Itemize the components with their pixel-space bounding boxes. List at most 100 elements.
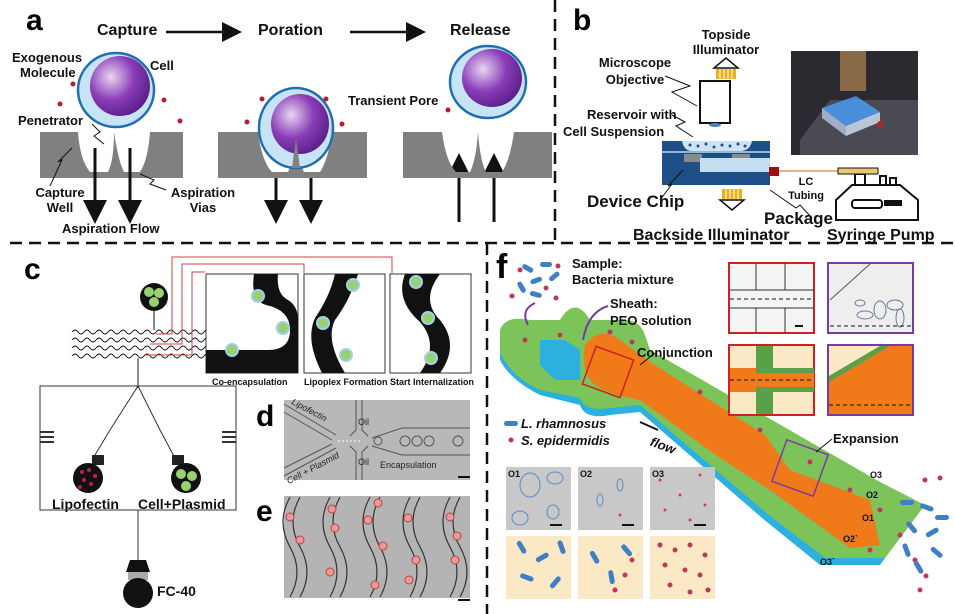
label-sheath-1: Sheath:: [610, 296, 658, 311]
bacteria-rods-outlet: [900, 500, 949, 574]
outlet-micrographs: [506, 467, 715, 530]
step-poration: Poration: [258, 22, 323, 39]
label-microscope-objective-1: Microscope: [598, 55, 672, 70]
panel-letter-b: b: [573, 4, 592, 37]
label-capture-well-2: Well: [46, 200, 74, 215]
sheath-arrow: [582, 305, 609, 341]
stage-start-internalization: Start Internalization: [390, 377, 475, 387]
legend-s-epidermidis: S. epidermidis: [521, 433, 610, 448]
label-d-oil-bottom: Oil: [358, 457, 369, 467]
label-sample-2: Bacteria mixture: [572, 272, 674, 287]
panel-letter-a: a: [26, 4, 43, 37]
expansion-schematic: [827, 344, 914, 416]
outlet-o1: O1: [862, 513, 875, 523]
expansion-pointer: [815, 438, 833, 453]
conjunction-schematic: [728, 344, 815, 416]
panel-letter-f: f: [496, 248, 508, 286]
panel-c-drawing: [39, 256, 472, 608]
legend-l-rhamnosus: L. rhamnosus: [521, 416, 607, 431]
label-device-chip: Device Chip: [587, 192, 685, 211]
label-expansion: Expansion: [833, 431, 899, 446]
outlet-o3: O3: [870, 470, 883, 480]
label-reservoir-1: Reservoir with: [587, 107, 677, 122]
label-topside-illuminator-1: Topside: [701, 27, 751, 42]
label-cell-plasmid: Cell+Plasmid: [138, 496, 226, 512]
label-sheath-2: PEO solution: [610, 313, 692, 328]
label-aspiration-vias-2: Vias: [189, 200, 217, 215]
device-chip-pointer: [659, 169, 684, 201]
label-aspiration-vias-1: Aspiration: [170, 185, 236, 200]
expansion-micrograph: [827, 262, 914, 334]
reservoir-fc40-icon: [123, 560, 153, 608]
reservoir-lipofectin-icon: [73, 455, 104, 493]
tile-o1: O1: [508, 469, 521, 479]
bacteria-sample-cluster: [517, 262, 560, 298]
legend-rod-icon: [504, 421, 518, 426]
stage-co-encapsulation: Co-encapsulation: [212, 377, 288, 387]
outlet-o2-prime: O2`: [843, 534, 859, 544]
bacteria-dots: [509, 263, 943, 593]
reservoir-cell-plasmid-icon: [171, 455, 201, 493]
cell-poration: [257, 86, 335, 170]
panel-b-drawing: [659, 51, 919, 221]
poration-substrate: [218, 132, 367, 178]
backside-illuminator: [717, 189, 747, 211]
label-exogenous-molecule-2: Molecule: [20, 65, 76, 80]
outlet-schematics: [506, 536, 715, 599]
label-microscope-objective-2: Objective: [605, 72, 665, 87]
stage-insets: [205, 273, 472, 374]
device-chip: [662, 141, 779, 185]
cell-release: [448, 44, 528, 120]
flow-arrow: [639, 421, 659, 431]
sample-arrow: [524, 302, 536, 326]
penetrator-pointer: [91, 123, 105, 145]
label-penetrator: Penetrator: [18, 113, 84, 128]
device-photo: [791, 51, 918, 155]
conjunction-box: [581, 345, 635, 399]
outlet-o3-prime: O3`: [820, 557, 836, 567]
aspiration-vias-pointer: [139, 173, 167, 191]
tile-o2: O2: [580, 469, 593, 479]
step-capture: Capture: [97, 22, 158, 39]
zoom-connector-lines: [145, 256, 393, 356]
cell-capture: [76, 51, 156, 129]
label-aspiration-flow: Aspiration Flow: [62, 221, 160, 236]
package-pointer: [769, 189, 813, 219]
label-package: Package: [764, 209, 833, 228]
label-conjunction: Conjunction: [637, 345, 713, 360]
syringe-pump: [835, 167, 919, 221]
stage-lipoplex-formation: Lipoplex Formation: [304, 377, 388, 387]
conjunction-micrograph: [728, 262, 815, 334]
panel-d-micrograph: [283, 400, 470, 480]
panel-a-drawing: [40, 22, 552, 224]
label-topside-illuminator-2: Illuminator: [692, 42, 760, 57]
microfluidic-network: [39, 385, 237, 560]
label-fc40: FC-40: [157, 583, 196, 599]
panel-letter-c: c: [24, 253, 41, 286]
tile-o3: O3: [652, 469, 665, 479]
label-lc-tubing-2: Tubing: [788, 190, 824, 202]
capture-well-pointer: [49, 147, 73, 187]
conjunction-pointer: [639, 352, 656, 366]
outlet-o2: O2: [866, 490, 879, 500]
objective-pointer: [664, 75, 698, 107]
label-lc-tubing-1: LC: [798, 176, 814, 188]
label-cell: Cell: [150, 58, 174, 73]
legend-dot-icon: [508, 437, 514, 443]
panel-letter-d: d: [256, 400, 275, 433]
objective-lens: [709, 123, 721, 127]
panel-letter-e: e: [256, 495, 273, 528]
label-lipofectin: Lipofectin: [52, 496, 119, 512]
topside-illuminator: [711, 57, 741, 79]
label-d-encapsulation: Encapsulation: [380, 460, 437, 470]
label-reservoir-2: Cell Suspension: [563, 124, 665, 139]
droplet-icon: [140, 283, 168, 330]
label-d-oil-top: Oil: [358, 417, 369, 427]
label-capture-well-1: Capture: [35, 185, 85, 200]
sorting-channel: [500, 307, 925, 565]
label-sample-1: Sample:: [572, 256, 623, 271]
capture-well-substrate: [40, 132, 183, 178]
panel-e-micrograph: [282, 496, 470, 601]
